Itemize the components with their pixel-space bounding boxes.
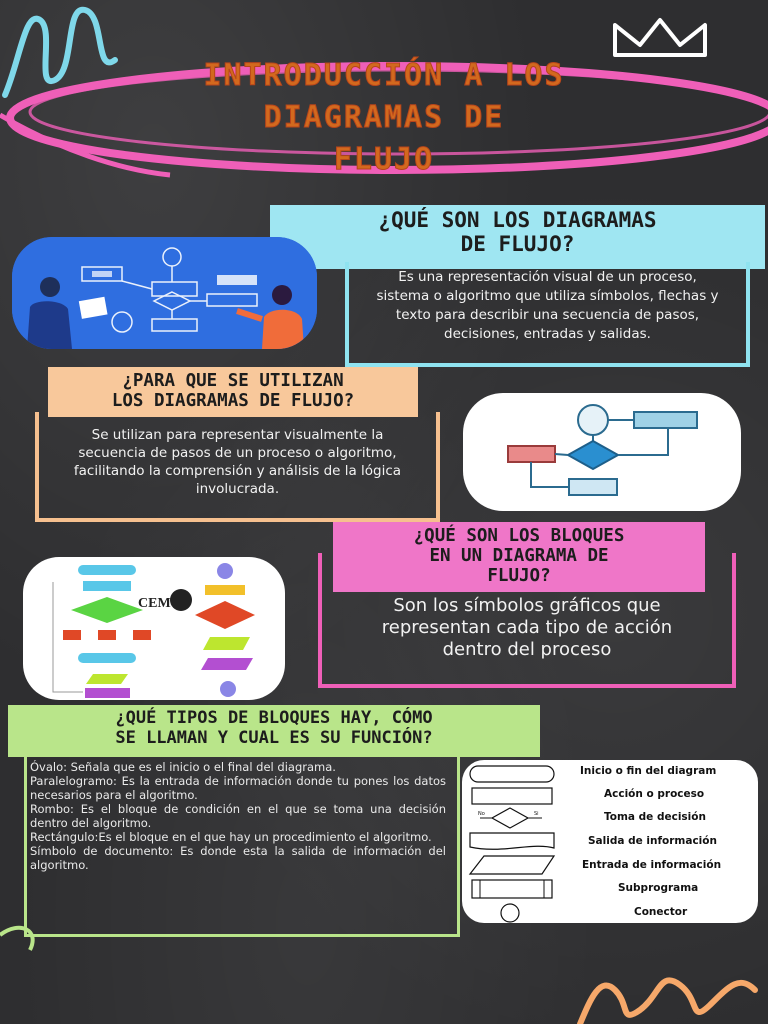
- section-1-heading-line-1: ¿QUÉ SON LOS DIAGRAMAS: [378, 208, 657, 232]
- section-4-body-box: [24, 754, 460, 937]
- section-3-heading: ¿QUÉ SON LOS BLOQUES EN UN DIAGRAMA DE F…: [333, 522, 705, 592]
- decision-no-label: No: [478, 811, 485, 817]
- legend-item: Inicio o fin del diagram: [580, 765, 717, 777]
- list-item: Óvalo: Señala que es el inicio o el fina…: [30, 760, 336, 774]
- section-2-body: Se utilizan para representar visualmente…: [73, 427, 402, 497]
- section-1-heading-line-2: DE FLUJO?: [460, 232, 575, 257]
- legend-item: Acción o proceso: [604, 788, 705, 800]
- section-1-body: Es una representación visual de un proce…: [376, 269, 719, 342]
- list-item: Paralelogramo: Es la entrada de informac…: [30, 774, 446, 802]
- crown-icon: [613, 18, 707, 57]
- orange-zigzag-scribble: [577, 977, 758, 1024]
- simple-flowchart-illustration: [463, 393, 741, 511]
- symbols-legend-card: No Si Inicio o fin del diagram Acción o …: [462, 760, 758, 923]
- rectangle-symbol: [471, 787, 553, 805]
- title-line-2: DIAGRAMAS DE: [263, 100, 505, 136]
- parallelogram-symbol: [468, 855, 556, 875]
- section-2-heading-line-2: LOS DIAGRAMAS DE FLUJO?: [111, 391, 355, 412]
- section-1-body-box: Es una representación visual de un proce…: [345, 262, 750, 367]
- flowchart-people-illustration: [12, 237, 317, 349]
- title-line-3: FLUJO: [333, 142, 435, 178]
- section-4-heading-line-1: ¿QUÉ TIPOS DE BLOQUES HAY, CÓMO: [115, 708, 433, 728]
- blue-zigzag-scribble: [2, 6, 118, 98]
- section-2-heading: ¿PARA QUE SE UTILIZAN LOS DIAGRAMAS DE F…: [48, 367, 418, 417]
- decision-si-label: Si: [534, 811, 539, 817]
- connector-symbol: [500, 903, 520, 923]
- legend-item: Entrada de información: [582, 859, 722, 871]
- legend-item: Salida de información: [588, 835, 717, 847]
- section-3-heading-line-3: FLUJO?: [487, 566, 551, 587]
- block-types-list: Óvalo: Señala que es el inicio o el fina…: [30, 760, 446, 872]
- section-2-body-box: Se utilizan para representar visualmente…: [35, 412, 440, 522]
- legend-item: Subprograma: [618, 882, 699, 894]
- list-item: Rombo: Es el bloque de condición en el q…: [30, 802, 446, 830]
- section-4-heading-line-2: SE LLAMAN Y CUAL ES SU FUNCIÓN?: [115, 727, 433, 748]
- section-3-heading-line-1: ¿QUÉ SON LOS BLOQUES: [413, 526, 625, 546]
- subprogram-symbol: [471, 879, 553, 899]
- colored-blocks-illustration: CEM: [23, 557, 285, 700]
- list-item: Símbolo de documento: Es donde esta la s…: [30, 844, 446, 872]
- section-1-heading: ¿QUÉ SON LOS DIAGRAMAS DE FLUJO?: [270, 205, 765, 269]
- section-2-heading-line-1: ¿PARA QUE SE UTILIZAN: [122, 371, 344, 391]
- list-item: Rectángulo:Es el bloque en el que hay un…: [30, 830, 432, 844]
- cem-label: CEM: [138, 596, 171, 611]
- section-3-heading-line-2: EN UN DIAGRAMA DE: [429, 546, 609, 567]
- section-3-body: Son los símbolos gráficos que representa…: [381, 595, 673, 660]
- diamond-symbol: [490, 807, 530, 829]
- oval-symbol: [469, 765, 555, 783]
- section-3-body-box: Son los símbolos gráficos que representa…: [318, 553, 736, 688]
- legend-item: Toma de decisión: [604, 811, 706, 823]
- legend-item: Conector: [634, 906, 688, 918]
- document-symbol: [469, 832, 555, 850]
- section-4-heading: ¿QUÉ TIPOS DE BLOQUES HAY, CÓMO SE LLAMA…: [8, 705, 540, 757]
- title-line-1: INTRODUCCIÓN A LOS: [203, 58, 565, 94]
